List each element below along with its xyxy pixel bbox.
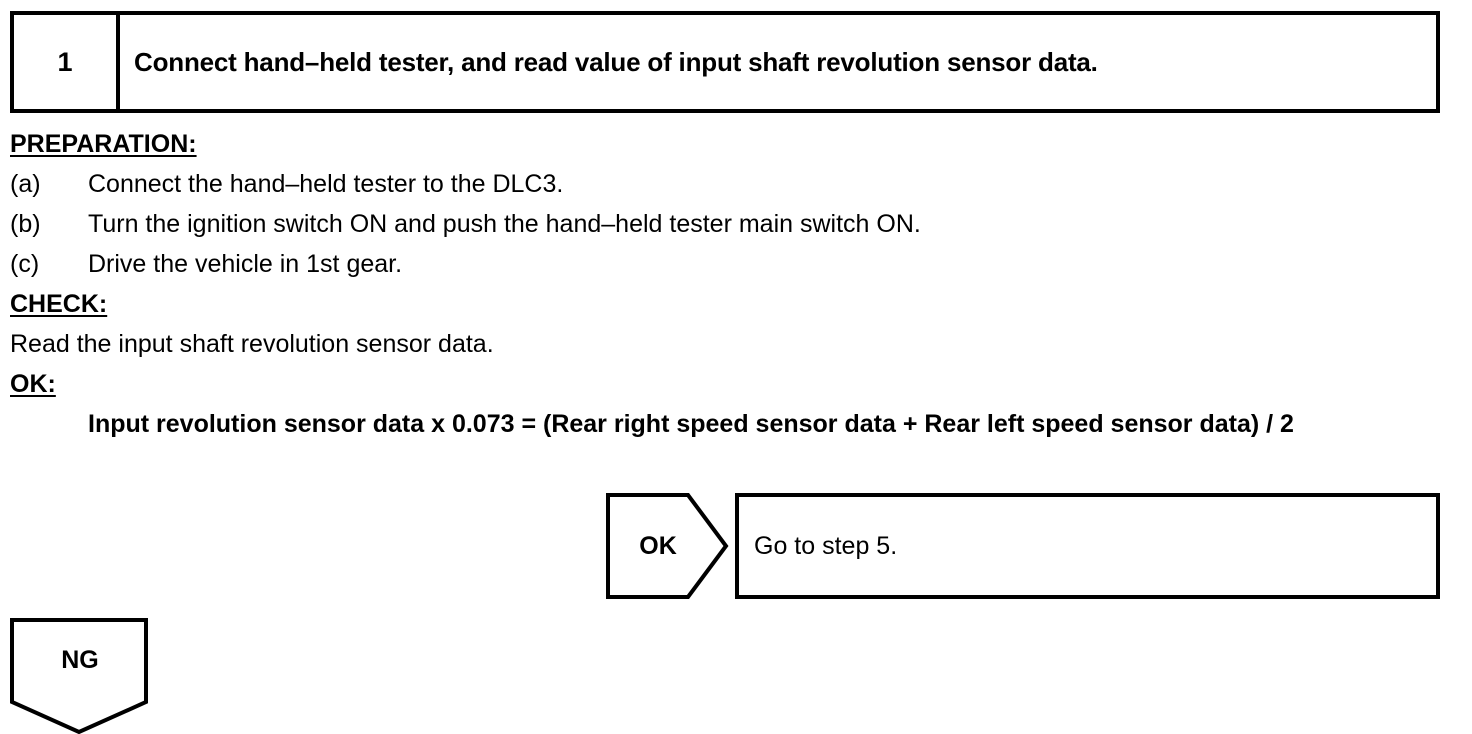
step-title-cell: Connect hand–held tester, and read value… [120,15,1436,109]
list-marker: (a) [10,170,41,198]
list-item-text: Connect the hand–held tester to the DLC3… [88,170,564,198]
ok-heading: OK: [10,370,56,398]
step-number: 1 [57,46,73,77]
preparation-item-c: (c) Drive the vehicle in 1st gear. [10,244,1460,284]
ok-branch-label: OK [639,531,677,560]
ok-branch-action-text: Go to step 5. [754,531,898,560]
preparation-item-b: (b) Turn the ignition switch ON and push… [10,204,1460,244]
ok-heading-line: OK: [10,364,1460,404]
check-text-line: Read the input shaft revolution sensor d… [10,324,1460,364]
check-text: Read the input shaft revolution sensor d… [10,330,494,358]
step-body: PREPARATION: (a) Connect the hand–held t… [10,124,1460,445]
step-number-cell: 1 [14,15,120,109]
list-item-text: Turn the ignition switch ON and push the… [88,210,921,238]
list-marker: (b) [10,210,41,238]
list-item-text: Drive the vehicle in 1st gear. [88,250,403,278]
ng-branch-banner: NG [10,618,150,734]
check-heading-line: CHECK: [10,284,1460,324]
preparation-heading: PREPARATION: [10,130,197,158]
ok-branch-chevron: OK [606,493,730,599]
check-heading: CHECK: [10,290,108,318]
ok-branch-action-box: Go to step 5. [735,493,1440,599]
preparation-item-a: (a) Connect the hand–held tester to the … [10,164,1460,204]
list-marker: (c) [10,250,40,278]
ng-branch-label: NG [61,645,99,674]
preparation-heading-line: PREPARATION: [10,124,1460,164]
step-header-table: 1 Connect hand–held tester, and read val… [10,11,1440,113]
step-title: Connect hand–held tester, and read value… [134,46,1098,77]
ok-criteria-text: Input revolution sensor data x 0.073 = (… [88,410,1294,438]
